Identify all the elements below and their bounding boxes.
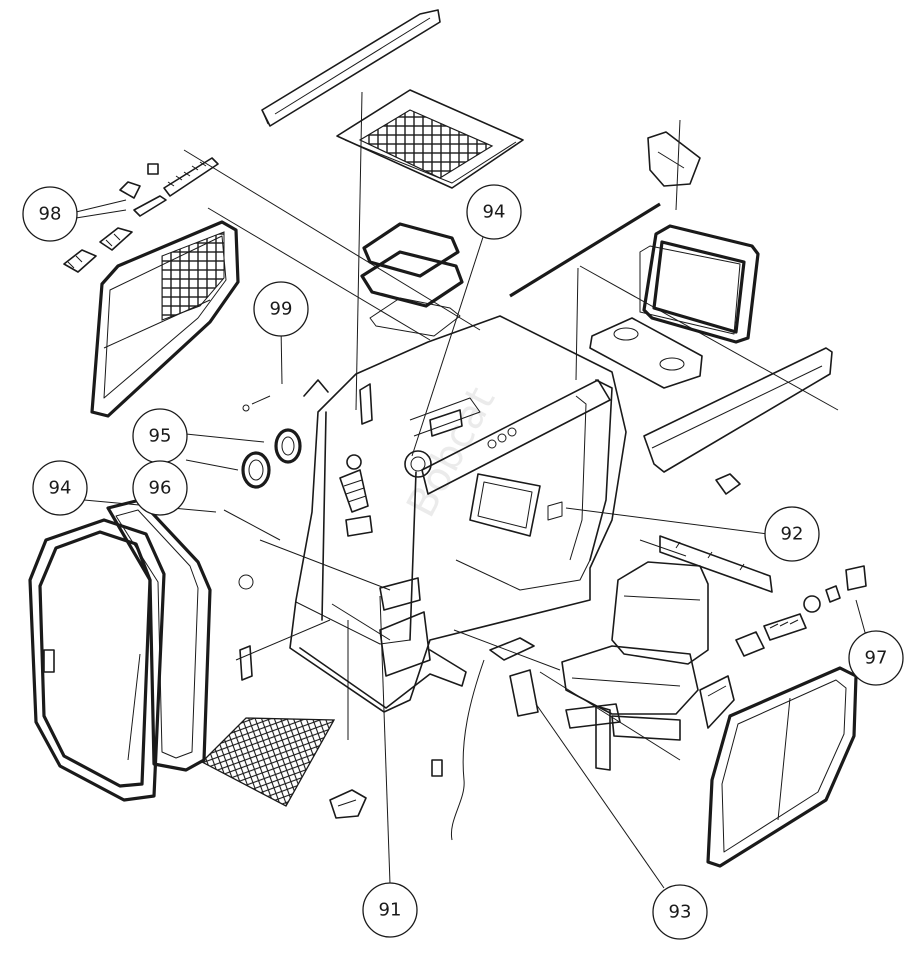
mounting-bracket-top-right bbox=[647, 131, 701, 187]
pedal-assembly bbox=[329, 789, 367, 819]
seat-slider-bracket bbox=[699, 675, 735, 729]
callout-95-label: 95 bbox=[149, 426, 172, 447]
callout-99: 99 bbox=[253, 281, 309, 337]
switch-block-assembly bbox=[63, 157, 219, 273]
seat-belt-parts bbox=[735, 565, 867, 657]
callout-98-label: 98 bbox=[39, 204, 62, 225]
callout-94-left-label: 94 bbox=[49, 478, 72, 499]
callout-93-label: 93 bbox=[669, 902, 692, 923]
roof-screen-plate bbox=[336, 89, 524, 189]
left-side-window bbox=[90, 220, 240, 418]
joystick-control bbox=[339, 454, 373, 537]
lamp-ring-96 bbox=[241, 451, 271, 489]
support-rod bbox=[509, 202, 661, 298]
callout-94-left: 94 bbox=[32, 460, 88, 516]
left-door bbox=[28, 518, 166, 802]
side-rail-right bbox=[643, 347, 833, 495]
callout-92-label: 92 bbox=[781, 524, 804, 545]
callout-92: 92 bbox=[764, 506, 820, 562]
floor-box bbox=[379, 577, 431, 677]
callout-97: 97 bbox=[848, 630, 904, 686]
right-window-frame bbox=[639, 224, 760, 344]
wire-hook-99 bbox=[242, 379, 329, 412]
cab-frame bbox=[289, 315, 627, 713]
right-side-window bbox=[706, 666, 858, 868]
cable bbox=[431, 659, 485, 841]
floor-mat bbox=[200, 717, 336, 807]
explosion-lines bbox=[183, 91, 839, 761]
callout-99-label: 99 bbox=[270, 299, 293, 320]
callout-94-top-label: 94 bbox=[483, 202, 506, 223]
fasteners bbox=[223, 509, 539, 717]
callout-94-top: 94 bbox=[466, 184, 522, 240]
lamp-ring-95 bbox=[274, 428, 302, 464]
callout-97-label: 97 bbox=[865, 648, 888, 669]
roof-front-rail bbox=[261, 9, 441, 127]
operator-seat bbox=[561, 561, 709, 771]
callout-91: 91 bbox=[362, 882, 418, 938]
callout-leaders bbox=[75, 199, 867, 889]
callout-98: 98 bbox=[22, 186, 78, 242]
roof-lamp-panel bbox=[589, 317, 703, 389]
callout-95: 95 bbox=[132, 408, 188, 464]
roof-window-seals bbox=[360, 222, 464, 337]
callout-93: 93 bbox=[652, 884, 708, 940]
callout-91-label: 91 bbox=[379, 900, 402, 921]
callout-96: 96 bbox=[132, 460, 188, 516]
callout-96-label: 96 bbox=[149, 478, 172, 499]
